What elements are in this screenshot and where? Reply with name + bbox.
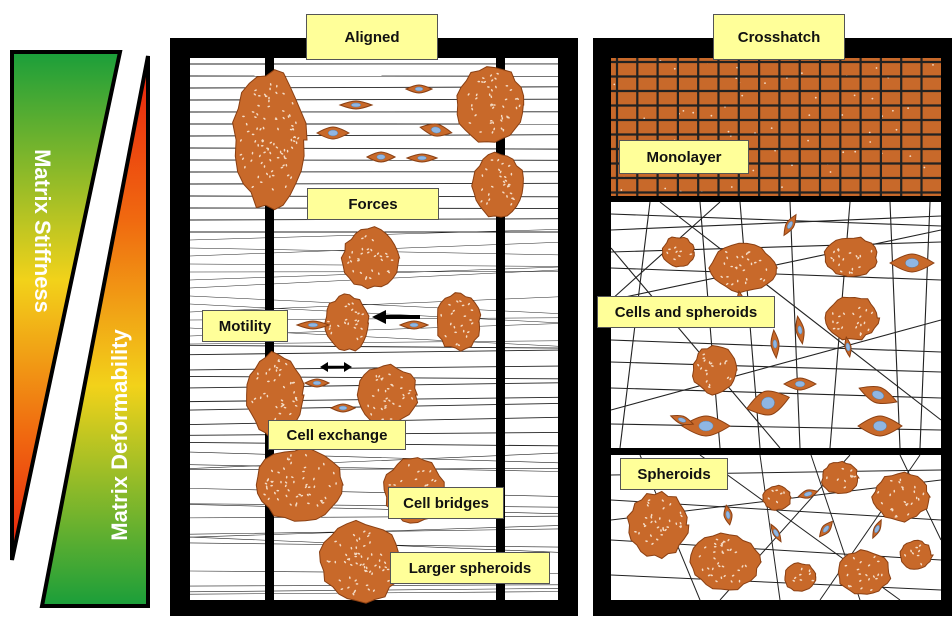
monolayer-dot	[807, 140, 809, 142]
larger-spheroids-label: Larger spheroids	[390, 552, 550, 584]
aligned-title: Aligned	[306, 14, 438, 60]
cell-nucleus	[873, 421, 886, 431]
monolayer-dot	[909, 155, 911, 157]
monolayer-dot	[613, 84, 615, 86]
spheroid-body	[785, 563, 816, 591]
cell-nucleus	[699, 421, 713, 431]
cell-nucleus	[418, 156, 427, 160]
nucleus-dot	[277, 157, 280, 159]
cell-nucleus	[415, 87, 423, 91]
cell-nucleus	[339, 406, 347, 410]
monolayer-dot	[924, 167, 926, 169]
monolayer-dot	[869, 132, 871, 134]
monolayer-dot	[808, 114, 810, 116]
monolayer-dot	[872, 98, 874, 100]
cell-nucleus	[410, 323, 418, 327]
monolayer-dot	[896, 129, 898, 131]
monolayer-dot	[764, 82, 766, 84]
monolayer-dot	[741, 95, 743, 97]
spheroids-label: Spheroids	[620, 458, 728, 490]
monolayer-dot	[907, 107, 909, 109]
monolayer-dot	[771, 127, 773, 129]
monolayer-dot	[842, 151, 844, 153]
spheroid	[785, 563, 816, 591]
monolayer-dot	[815, 97, 817, 99]
deformability-label: Matrix Deformability	[107, 325, 137, 545]
spheroid	[662, 237, 694, 267]
cell-nucleus	[328, 130, 338, 136]
cell-nucleus	[905, 259, 918, 268]
nucleus-dot	[502, 117, 504, 120]
stiffness-label: Matrix Stiffness	[25, 141, 55, 321]
monolayer-dot	[683, 110, 685, 112]
nucleus-dot	[269, 88, 271, 91]
cells-and-spheroids-label: Cells and spheroids	[597, 296, 775, 328]
monolayer-dot	[711, 115, 713, 117]
motility-label: Motility	[202, 310, 288, 342]
cell-exchange-label: Cell exchange	[268, 420, 406, 450]
monolayer-grid	[611, 58, 941, 196]
monolayer-fill	[611, 58, 941, 196]
monolayer-dot	[674, 68, 676, 70]
monolayer-dot	[801, 72, 803, 74]
nucleus-dot	[295, 504, 297, 507]
cell-nucleus	[795, 381, 805, 387]
monolayer-dot	[892, 110, 894, 112]
monolayer-label: Monolayer	[619, 140, 749, 174]
monolayer-dot	[841, 114, 843, 116]
crosshatch-title: Crosshatch	[713, 14, 845, 60]
cell-bridges-label: Cell bridges	[388, 487, 504, 519]
cell-nucleus	[313, 381, 321, 385]
nucleus-dot	[730, 266, 733, 268]
nucleus-dot	[409, 390, 412, 392]
cell-nucleus	[351, 103, 361, 107]
monolayer-dot	[854, 151, 856, 153]
cell-nucleus	[308, 323, 318, 327]
nucleus-dot	[388, 484, 391, 486]
nucleus-dot	[354, 556, 357, 558]
monolayer-dot	[781, 186, 783, 188]
monolayer-dot	[692, 112, 694, 114]
monolayer-dot	[728, 131, 730, 133]
monolayer-dot	[854, 95, 856, 97]
monolayer-dot	[869, 141, 871, 143]
monolayer-dot	[876, 67, 878, 69]
monolayer-dot	[731, 186, 733, 188]
monolayer-dot	[620, 189, 622, 191]
nucleus-dot	[491, 159, 494, 161]
monolayer-dot	[830, 171, 832, 173]
forces-label: Forces	[307, 188, 439, 220]
nucleus-dot	[850, 475, 852, 478]
monolayer-dot	[752, 170, 754, 172]
cell-nucleus	[377, 155, 385, 160]
monolayer-dot	[932, 64, 934, 66]
monolayer-dot	[664, 188, 666, 190]
nucleus-dot	[745, 281, 747, 284]
